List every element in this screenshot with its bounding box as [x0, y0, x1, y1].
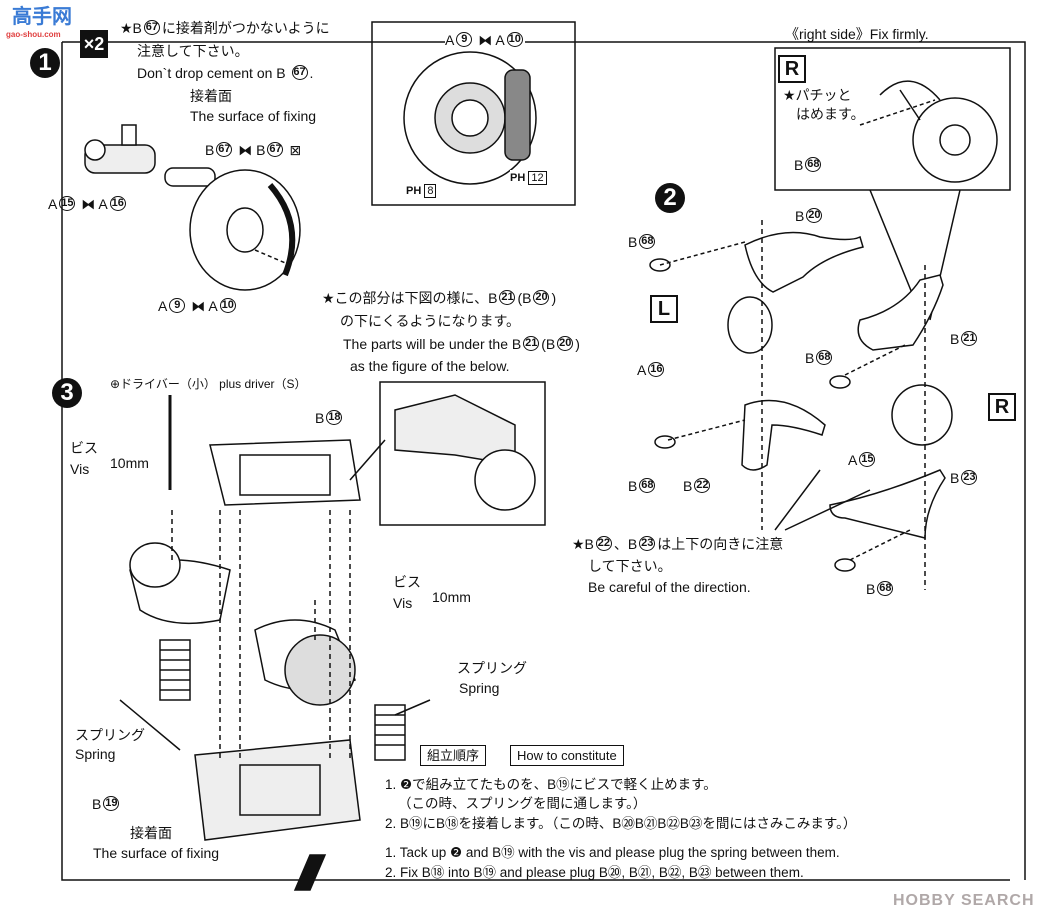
glue-icon: ⧓ [191, 298, 206, 314]
assembly-order-tag-en: How to constitute [510, 745, 624, 766]
glue-icon: ⧓ [81, 196, 96, 212]
spring-left [159, 639, 191, 701]
inset-detail-box [379, 381, 546, 526]
surface-label-en: The surface of fixing [93, 845, 220, 861]
surface-label-en: The surface of fixing [190, 108, 317, 124]
right-side-caption: 《right side》Fix firmly. [785, 26, 929, 42]
watermark-hobby-search: HOBBY SEARCH [893, 892, 1035, 909]
step-3-badge: 3 [52, 378, 82, 408]
hub-a16 [727, 296, 773, 354]
side-l-label: L [650, 295, 678, 323]
chassis-b19 [194, 739, 361, 841]
arm-b21 [857, 274, 944, 351]
spring-label-jp: スプリング [75, 727, 145, 743]
arm-b20 [744, 231, 864, 293]
instruction-jp-1b: （この時、スプリングを間に通します。） [398, 796, 647, 811]
instruction-en-2: 2. Fix B⑱ into B⑲ and please plug B⑳, B㉑… [385, 865, 804, 880]
arm-b22 [741, 399, 826, 471]
no-glue-icon: ⊠ [289, 142, 302, 158]
side-r-label: R [778, 55, 806, 83]
screw-size: 10mm [432, 589, 471, 605]
spring-right [374, 704, 406, 761]
tool-mark [293, 854, 327, 891]
direction-note-en: Be careful of the direction. [588, 579, 751, 595]
step-2-badge: 2 [655, 183, 685, 213]
inset-disc-box [371, 21, 576, 206]
screw-size: 10mm [110, 455, 149, 471]
glue-icon: ⧓ [238, 142, 253, 158]
chassis-b18 [209, 439, 361, 506]
inset-disc [403, 51, 537, 185]
screw-label-jp: ビス [70, 440, 98, 456]
surface-label-jp: 接着面 [130, 825, 172, 841]
snap-note-1: ★パチッと [783, 87, 852, 103]
watermark-logo-sub: gao-shou.com [6, 30, 61, 39]
step-1-badge: 1 [30, 48, 60, 78]
screw-label-en: Vis [70, 461, 90, 477]
assembly-order-tag-jp: 組立順序 [420, 745, 487, 766]
surface-label-jp: 接着面 [190, 88, 232, 104]
screw-label-jp: ビス [393, 574, 421, 590]
frame-border [61, 41, 1026, 881]
glue-icon: ⧓ [478, 32, 493, 48]
spring-label-en: Spring [75, 746, 116, 762]
arm-b23 [829, 469, 946, 539]
watermark-logo: 高手网 [12, 6, 72, 28]
paint-label-8: PH 8 [406, 183, 437, 199]
paint-label-12: PH 12 [510, 170, 547, 186]
inset-right-box [774, 47, 1011, 191]
spring-label-jp: スプリング [457, 660, 527, 676]
side-r-label: R [988, 393, 1016, 421]
disc-a15 [891, 384, 953, 446]
screw-label-en: Vis [393, 595, 413, 611]
pin-part [164, 167, 216, 187]
direction-note-jp-2: して下さい。 [588, 558, 672, 574]
step1-note-jp-2: 注意して下さい。 [137, 43, 249, 59]
driver-label: ⊕ドライバー（小） plus driver（S） [110, 377, 307, 391]
instruction-en-1: 1. Tack up ❷ and B⑲ with the vis and ple… [385, 845, 840, 860]
quantity-badge: ×2 [80, 30, 108, 58]
instruction-jp-1: 1. ❷で組み立てたものを、B⑲にビスで軽く止めます。 [385, 777, 717, 792]
below-note-jp-2: の下にくるようになります。 [340, 313, 521, 329]
below-note-en-2: as the figure of the below. [350, 358, 510, 374]
step1-note-en: Don`t drop cement on B 67. [137, 65, 314, 81]
knuckle-part [84, 124, 156, 174]
spring-label-en: Spring [459, 680, 500, 696]
instruction-jp-2: 2. B⑲にB⑱を接着します。（この時、B⑳B㉑B㉒B㉓を間にはさみこみます。） [385, 816, 857, 831]
brake-disc-part [189, 169, 301, 291]
snap-note-2: はめます。 [796, 106, 865, 122]
